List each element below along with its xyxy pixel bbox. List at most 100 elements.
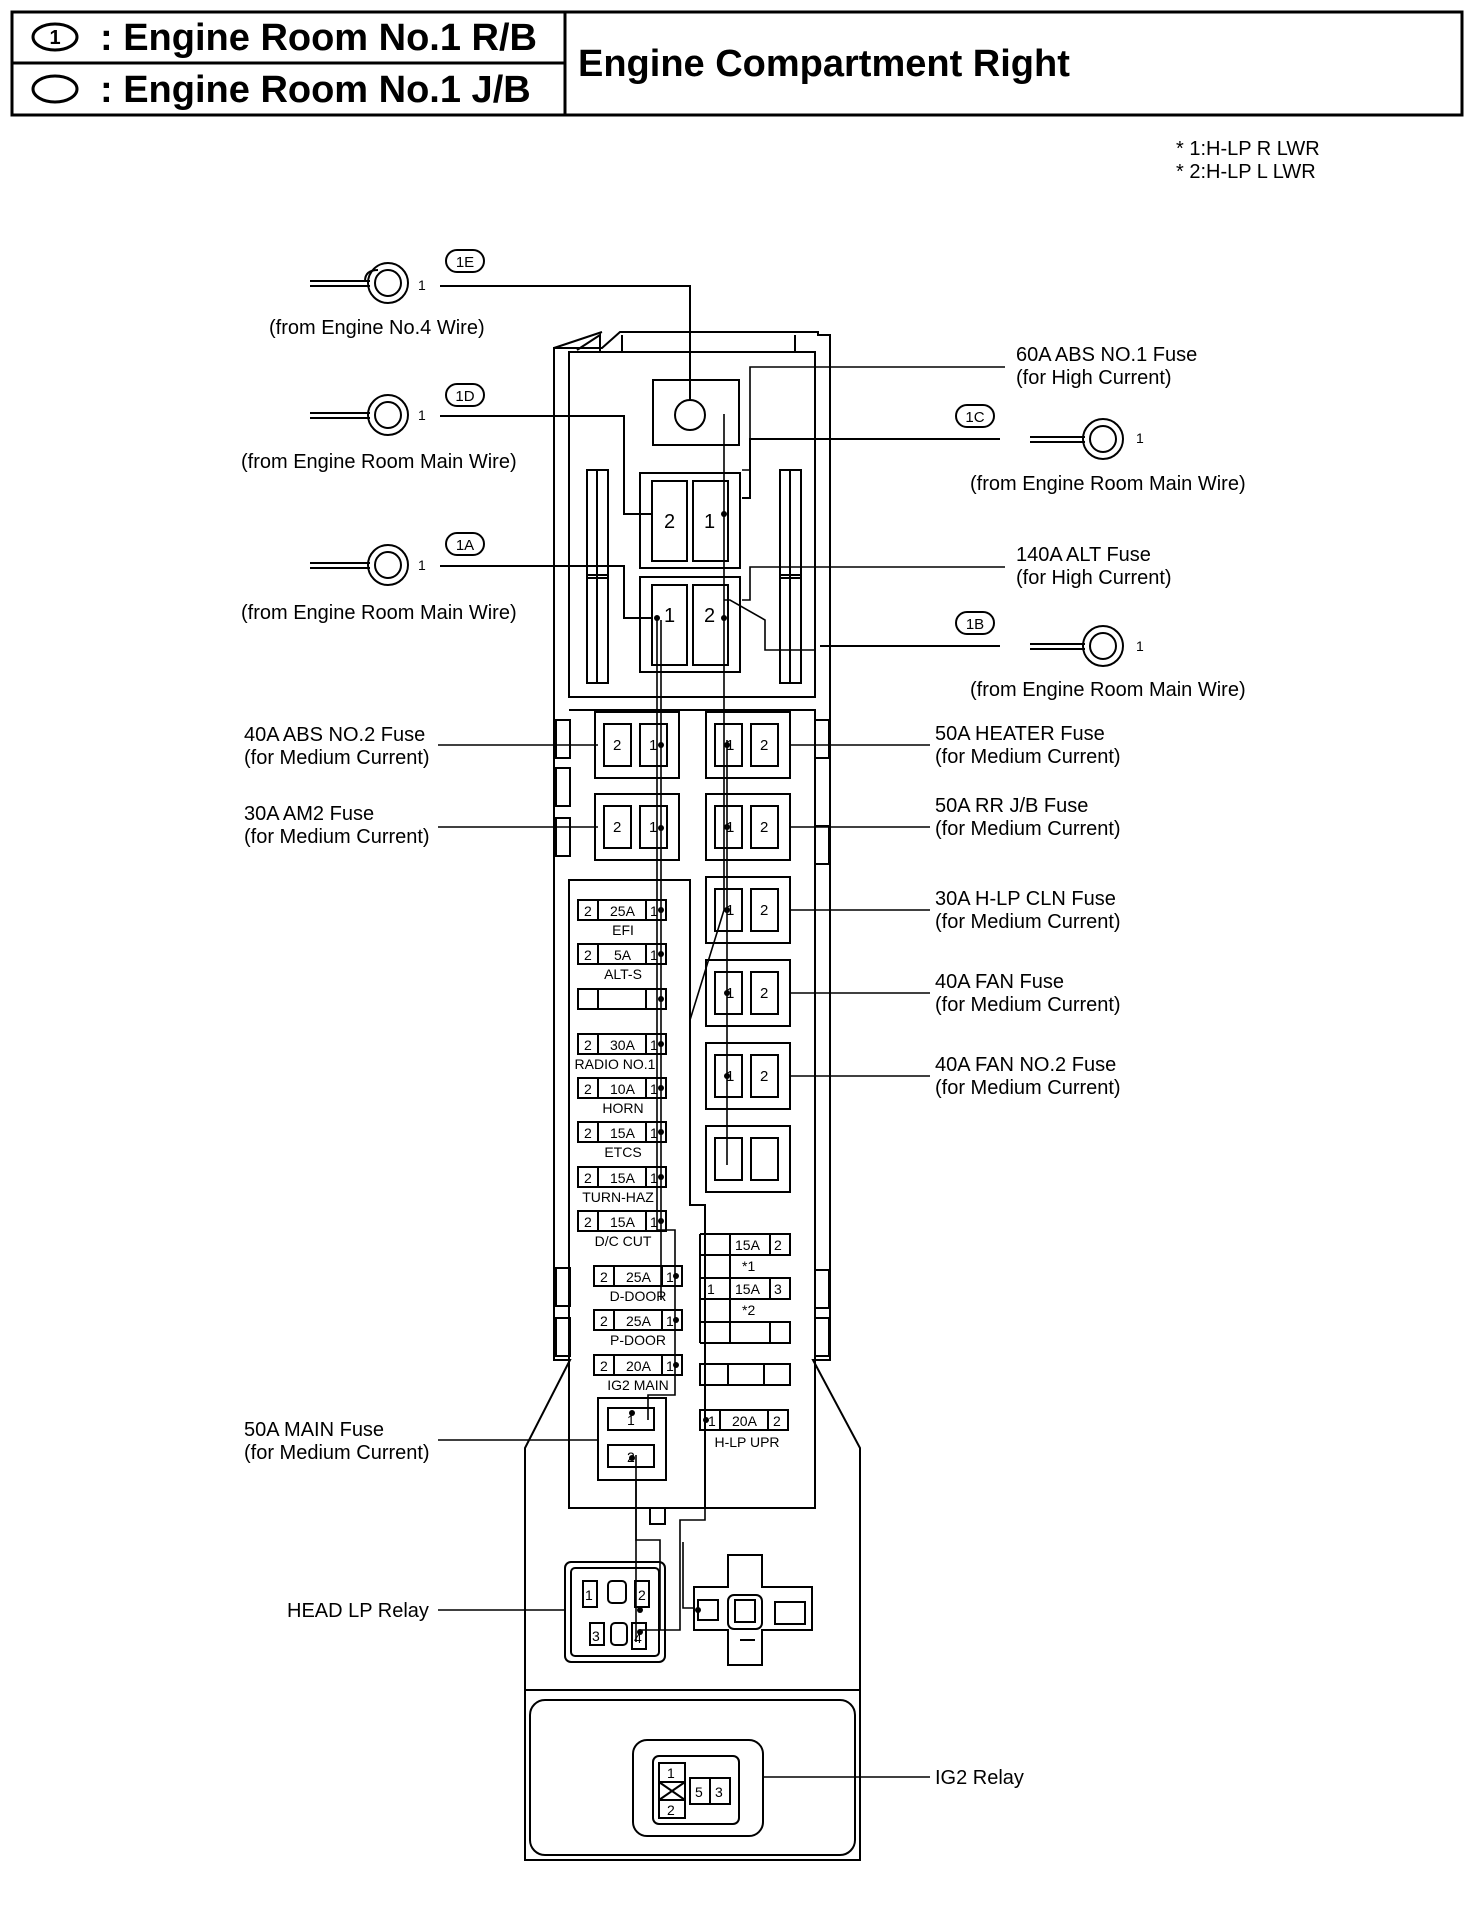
svg-text:1: 1: [726, 985, 734, 1002]
legend-rb-tag: 1: [49, 27, 60, 49]
callout-main-name: 50A MAIN Fuse: [244, 1419, 384, 1441]
svg-text:5A: 5A: [614, 947, 632, 963]
head-lp-relay: 1 2 3 4: [564, 1561, 666, 1663]
connector-1e-desc: (from Engine No.4 Wire): [269, 317, 485, 339]
svg-text:2: 2: [600, 1313, 608, 1329]
svg-text:10A: 10A: [610, 1081, 636, 1097]
svg-text:15A: 15A: [735, 1237, 761, 1253]
svg-text:1: 1: [650, 1081, 658, 1097]
svg-text:ETCS: ETCS: [604, 1144, 641, 1160]
svg-text:2: 2: [760, 902, 768, 919]
svg-text:1: 1: [708, 1413, 716, 1429]
connector-1d-desc: (from Engine Room Main Wire): [241, 451, 517, 473]
svg-text:1: 1: [1136, 430, 1144, 446]
svg-text:2: 2: [667, 1802, 675, 1818]
connector-1b-desc: (from Engine Room Main Wire): [970, 679, 1246, 701]
wire-dots: [629, 511, 730, 1635]
callout-alt-sub: (for High Current): [1016, 567, 1172, 589]
svg-text:1: 1: [649, 819, 657, 836]
svg-text:1: 1: [650, 1214, 658, 1230]
svg-text:2: 2: [600, 1269, 608, 1285]
svg-text:1: 1: [666, 1313, 674, 1329]
relay-socket-right: [693, 1554, 813, 1666]
svg-text:3: 3: [774, 1281, 782, 1297]
callout-rr-jb-sub: (for Medium Current): [935, 818, 1121, 840]
svg-text:30A: 30A: [610, 1037, 636, 1053]
svg-text:2: 2: [760, 819, 768, 836]
callout-heater-sub: (for Medium Current): [935, 746, 1121, 768]
svg-text:2: 2: [613, 737, 621, 754]
svg-text:HORN: HORN: [602, 1100, 643, 1116]
mini-fuse-dc-cut: 2 15A 1 D/C CUT: [577, 1210, 667, 1249]
svg-text:1: 1: [650, 1170, 658, 1186]
svg-text:5: 5: [695, 1784, 703, 1800]
fuse-hlp-cln: 1 2: [705, 876, 791, 944]
svg-text:2: 2: [704, 605, 715, 627]
svg-text:1: 1: [1136, 638, 1144, 654]
svg-text:1: 1: [726, 737, 734, 754]
callout-heater-name: 50A HEATER Fuse: [935, 723, 1105, 745]
connector-1b: 1 1B (from Engine Room Main Wire): [820, 611, 1246, 701]
svg-text:2: 2: [584, 1037, 592, 1053]
svg-text:P-DOOR: P-DOOR: [610, 1332, 666, 1348]
fuse-heater: 1 2: [705, 711, 791, 779]
header: 1 : Engine Room No.1 R/B : Engine Room N…: [10, 10, 1464, 117]
connector-1d-tag: 1D: [455, 388, 474, 405]
svg-text:15A: 15A: [610, 1125, 636, 1141]
callout-abs-no1-name: 60A ABS NO.1 Fuse: [1016, 344, 1197, 366]
connector-1c-desc: (from Engine Room Main Wire): [970, 473, 1246, 495]
empty-fuse-slot: [699, 1363, 791, 1386]
fuse-abs-no1: 2 1: [639, 472, 741, 569]
svg-text:15A: 15A: [610, 1214, 636, 1230]
callout-am2-name: 30A AM2 Fuse: [244, 803, 374, 825]
callout-ig2-relay: IG2 Relay: [935, 1767, 1024, 1789]
svg-text:ALT-S: ALT-S: [604, 966, 642, 982]
fuse-am2: 2 1: [594, 793, 680, 861]
svg-text:1: 1: [666, 1358, 674, 1374]
svg-text:15A: 15A: [735, 1281, 761, 1297]
connector-1a: 1 1A (from Engine Room Main Wire): [241, 532, 652, 624]
svg-text:1: 1: [666, 1269, 674, 1285]
mini-fuse-ig2-main: 2 20A 1 IG2 MAIN: [593, 1354, 683, 1393]
svg-text:*1: *1: [742, 1258, 755, 1274]
mini-fuse-horn: 2 10A 1 HORN: [577, 1077, 667, 1116]
svg-text:25A: 25A: [626, 1269, 652, 1285]
svg-text:20A: 20A: [626, 1358, 652, 1374]
svg-text:1: 1: [418, 407, 426, 423]
connector-1e-tag: 1E: [456, 254, 474, 271]
svg-text:1: 1: [726, 902, 734, 919]
svg-text:TURN-HAZ: TURN-HAZ: [582, 1189, 654, 1205]
fuse-alt: 1 2: [639, 576, 741, 673]
svg-text:1: 1: [649, 737, 657, 754]
svg-text:D/C CUT: D/C CUT: [595, 1233, 652, 1249]
svg-text:2: 2: [584, 1214, 592, 1230]
svg-text:1: 1: [726, 819, 734, 836]
callout-fan-no2-sub: (for Medium Current): [935, 1077, 1121, 1099]
fuse-fan: 1 2: [705, 959, 791, 1027]
callout-hlp-cln-sub: (for Medium Current): [935, 911, 1121, 933]
note-2: * 2:H-LP L LWR: [1176, 161, 1316, 183]
mini-fuse-hlp-upr: 1 20A 2 H-LP UPR: [699, 1409, 789, 1450]
svg-text:1: 1: [418, 277, 426, 293]
svg-text:2: 2: [774, 1237, 782, 1253]
svg-text:2: 2: [584, 947, 592, 963]
legend-rb-symbol: 1: [31, 22, 79, 52]
svg-text:1: 1: [704, 511, 715, 533]
svg-text:25A: 25A: [626, 1313, 652, 1329]
svg-text:3: 3: [592, 1628, 600, 1644]
mini-fuse-efi: 2 25A 1 EFI: [577, 899, 667, 938]
fuse-rr-jb: 1 2: [705, 793, 791, 861]
svg-text:D-DOOR: D-DOOR: [610, 1288, 667, 1304]
mini-fuse-radio-no1: 2 30A 1 RADIO NO.1: [575, 1033, 667, 1072]
svg-text:1: 1: [650, 903, 658, 919]
svg-text:H-LP UPR: H-LP UPR: [714, 1434, 779, 1450]
connector-1e: 1 1E (from Engine No.4 Wire): [269, 249, 691, 400]
callout-main-sub: (for Medium Current): [244, 1442, 430, 1464]
svg-text:2: 2: [584, 1170, 592, 1186]
svg-text:2: 2: [584, 903, 592, 919]
callout-abs-no2-sub: (for Medium Current): [244, 747, 430, 769]
legend-jb-text: : Engine Room No.1 J/B: [100, 69, 531, 111]
svg-text:20A: 20A: [732, 1413, 758, 1429]
hlp-lwr-fuse-block: 1 15A 2 *1 15A 3 *2: [699, 1233, 791, 1344]
